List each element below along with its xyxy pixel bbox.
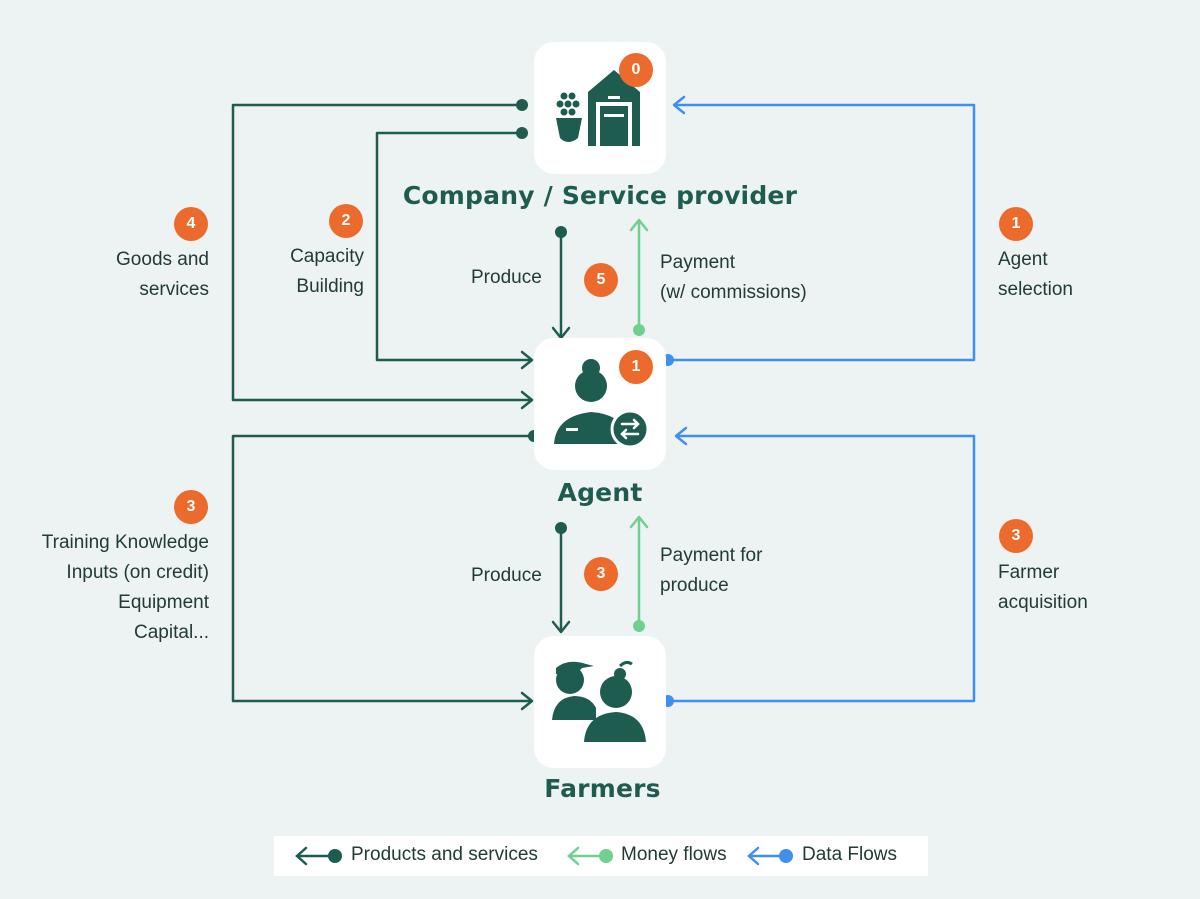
legend-data-dot xyxy=(779,849,793,863)
agent-selection-line-2: selection xyxy=(998,279,1073,300)
capacity-building-label: Capacity Building xyxy=(240,242,364,302)
agent-step-badge: 1 xyxy=(619,350,653,384)
training-inputs-line xyxy=(231,434,536,703)
payment-produce-arrowhead xyxy=(629,515,649,529)
step5-badge: 5 xyxy=(584,263,618,297)
capacity-building-dot xyxy=(516,127,528,139)
payment-produce-label: Payment for produce xyxy=(660,541,762,601)
farmer-acquisition-badge: 3 xyxy=(999,519,1033,553)
goods-services-line-1: Goods and xyxy=(116,249,209,270)
legend-products-label: Products and services xyxy=(351,844,538,865)
capacity-building-arrowhead xyxy=(520,350,534,370)
agent-selection-line xyxy=(666,103,976,362)
warehouse-icon xyxy=(556,70,640,146)
agent-selection-arrowhead xyxy=(672,95,686,115)
training-inputs-line-3: Equipment xyxy=(118,592,209,613)
legend-data-label: Data Flows xyxy=(802,844,898,865)
goods-services-line-2: services xyxy=(139,279,209,300)
agent-title: Agent xyxy=(557,478,643,507)
goods-services-label: Goods and services xyxy=(60,245,209,305)
goods-services-badge: 4 xyxy=(174,207,208,241)
goods-services-line xyxy=(231,103,532,402)
agent-selection-line-1: Agent xyxy=(998,249,1048,270)
payment-produce-line-2: produce xyxy=(660,575,729,596)
produce-lower-label: Produce xyxy=(471,565,542,586)
produce-lower-arrowhead xyxy=(551,620,571,634)
training-inputs-line-1: Training Knowledge xyxy=(41,532,209,553)
farmer-acquisition-line-2: acquisition xyxy=(998,592,1088,613)
training-inputs-arrowhead xyxy=(520,691,534,711)
payment-commission-arrowhead xyxy=(629,218,649,232)
legend: Products and services Money flows Data F… xyxy=(274,836,928,876)
farmers-node-card xyxy=(534,636,666,768)
step3-center-badge: 3 xyxy=(584,557,618,591)
company-step-badge: 0 xyxy=(619,53,653,87)
agent-node-card xyxy=(534,338,666,470)
goods-services-arrowhead xyxy=(520,390,534,410)
produce-upper-dot xyxy=(555,226,567,238)
agent-selection-badge: 1 xyxy=(999,207,1033,241)
legend-money-dot xyxy=(599,849,613,863)
payment-produce-line-1: Payment for xyxy=(660,545,763,566)
produce-lower-dot xyxy=(555,522,567,534)
payment-produce-dot xyxy=(633,620,645,632)
farmer-acquisition-label: Farmer acquisition xyxy=(998,558,1088,618)
legend-keys xyxy=(295,846,793,866)
payment-commission-line-2: (w/ commissions) xyxy=(660,282,807,303)
training-inputs-line-2: Inputs (on credit) xyxy=(66,562,209,583)
farmer-acquisition-arrowhead xyxy=(674,426,688,446)
agent-exchange-icon xyxy=(554,359,650,449)
legend-money-arrowhead xyxy=(567,846,580,866)
agent-selection-label: Agent selection xyxy=(998,245,1073,305)
payment-commission-label: Payment (w/ commissions) xyxy=(660,248,807,308)
legend-data-arrowhead xyxy=(747,846,760,866)
produce-upper-label: Produce xyxy=(471,267,542,288)
payment-commission-dot xyxy=(633,324,645,336)
goods-services-dot xyxy=(516,99,528,111)
training-inputs-line-4: Capital... xyxy=(134,622,209,643)
farmers-icon xyxy=(552,660,646,742)
company-node-card xyxy=(534,42,666,174)
farmers-title: Farmers xyxy=(544,774,661,803)
capacity-building-line-1: Capacity xyxy=(290,246,364,267)
legend-money-label: Money flows xyxy=(621,844,727,865)
training-inputs-badge: 3 xyxy=(174,490,208,524)
capacity-building-line-2: Building xyxy=(296,276,364,297)
farmer-acquisition-line xyxy=(666,434,976,703)
training-inputs-label: Training Knowledge Inputs (on credit) Eq… xyxy=(10,528,209,648)
capacity-building-badge: 2 xyxy=(329,204,363,238)
farmer-acquisition-line-1: Farmer xyxy=(998,562,1060,583)
company-title: Company / Service provider xyxy=(402,181,798,210)
legend-products-arrowhead xyxy=(295,846,308,866)
legend-products-dot xyxy=(328,849,342,863)
payment-commission-line-1: Payment xyxy=(660,252,735,273)
capacity-building-line xyxy=(375,131,532,362)
